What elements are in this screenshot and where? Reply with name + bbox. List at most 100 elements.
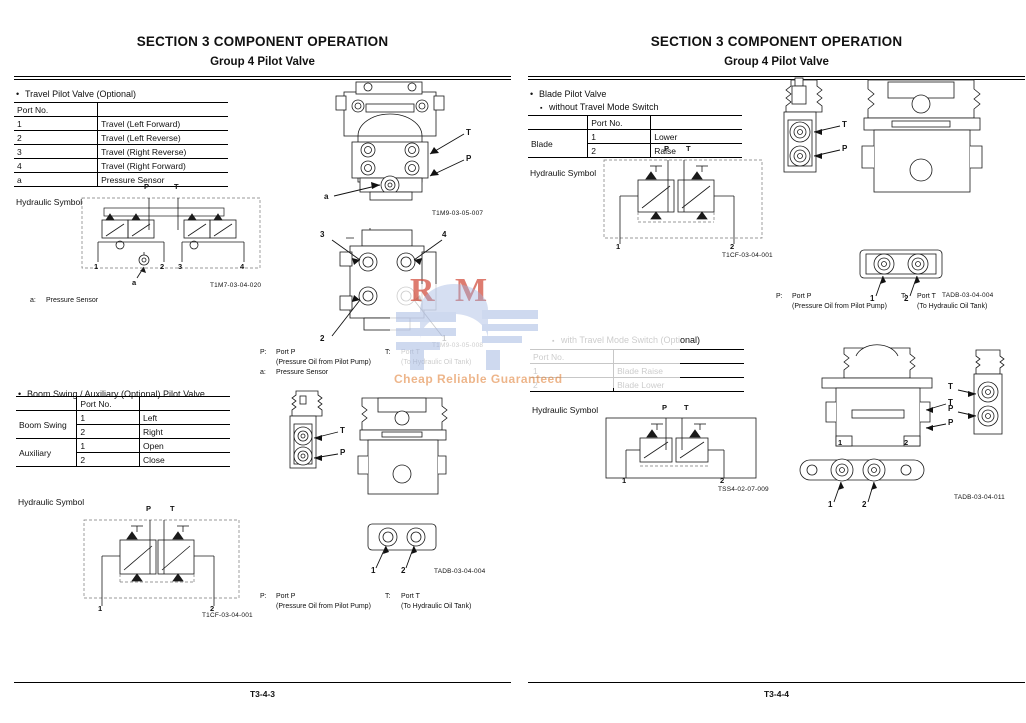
cell-port: 3 <box>14 144 98 159</box>
figure-code: TADB-03-04-011 <box>954 494 1005 501</box>
table-row: 1 Travel (Left Forward) <box>14 116 228 131</box>
table-row: 2 Travel (Left Reverse) <box>14 130 228 145</box>
page-number: T3-4-3 <box>249 689 276 699</box>
symbol-port-t-label: T <box>174 182 179 191</box>
figure-svg <box>859 249 943 297</box>
figure-svg <box>331 228 443 337</box>
symbol-port-p-label: P <box>662 403 668 412</box>
legend-desc: (To Hydraulic Oil Tank) <box>401 603 472 611</box>
legend-name: Port P <box>276 349 296 356</box>
figure-svg <box>799 344 1005 503</box>
legend-key: P: <box>776 293 783 300</box>
page-footer: T3-4-4 <box>528 682 1025 699</box>
cell-desc: Raise <box>650 143 742 158</box>
symbol-number: 2 <box>730 242 735 251</box>
hydraulic-symbol-boom-swing: P T <box>74 504 274 622</box>
header-cell-desc <box>613 349 744 364</box>
cell-desc: Travel (Right Reverse) <box>97 144 228 159</box>
symbol-number: 1 <box>98 604 103 613</box>
section-heading-travel-pilot-valve: •Travel Pilot Valve (Optional) <box>16 89 137 99</box>
hydraulic-symbol-label: Hydraulic Symbol <box>18 497 85 507</box>
symbol-number: 4 <box>240 262 245 271</box>
figure-travel-pilot-valve-top: T P a T1M9-03-05-007 <box>314 78 494 218</box>
hydraulic-symbol-travel: P T <box>74 182 284 290</box>
cell-desc: Travel (Left Reverse) <box>97 130 228 145</box>
symbol-port-t-label: T <box>170 504 175 513</box>
figure-label-t: T <box>340 426 345 435</box>
hydraulic-symbol-svg <box>81 197 261 279</box>
symbol-number: 1 <box>94 262 99 271</box>
legend-key: T: <box>385 349 391 356</box>
figure-label-p-side: P <box>948 404 954 413</box>
figure-code: T1M7-03-04-020 <box>210 282 262 289</box>
header-cell-blank <box>16 396 77 411</box>
subsection-heading-without-switch: ▪without Travel Mode Switch <box>540 102 659 112</box>
footer-rule <box>14 682 511 683</box>
legend-row: P:Port P (Pressure Oil from Pilot Pump) … <box>260 348 510 368</box>
figure-label-2: 2 <box>862 500 867 509</box>
figure-label-1: 1 <box>828 500 833 509</box>
sub-bullet-icon: ▪ <box>552 338 555 345</box>
table-row: 2 Close <box>16 452 230 467</box>
footer-rule <box>528 682 1025 683</box>
symbol-number: 2 <box>210 604 215 613</box>
section-heading-blade-pilot-valve: •Blade Pilot Valve <box>530 89 607 99</box>
figure-svg <box>333 81 465 201</box>
blade-switch-port-table: Port No. 1 Blade Raise 2 Blade Lower <box>530 349 744 392</box>
legend-key: T: <box>385 593 391 600</box>
travel-port-table: Port No. 1 Travel (Left Forward) 2 Trave… <box>14 102 228 187</box>
hydraulic-symbol-blade-switch: P T 1 2 TSS4-02-07-009 <box>596 403 796 508</box>
legend-entry: P:Port P (Pressure Oil from Pilot Pump) <box>776 292 901 312</box>
header-rule <box>528 76 1025 80</box>
page-footer: T3-4-3 <box>14 682 511 699</box>
legend-name: Port T <box>917 293 936 300</box>
symbol-number: 3 <box>178 262 183 271</box>
cell-desc: Left <box>138 410 230 425</box>
page-number: T3-4-4 <box>763 689 790 699</box>
cell-desc: Right <box>138 424 230 439</box>
legend-row: P:Port P (Pressure Oil from Pilot Pump) … <box>260 592 510 612</box>
figure-travel-pilot-valve-ports: 3 4 2 1 T1M9-03-05-008 <box>310 226 490 349</box>
page-subtitle: Group 4 Pilot Valve <box>210 56 315 68</box>
figure-label-a: a <box>324 192 329 201</box>
cell-port: 1 <box>76 438 140 453</box>
header-cell-blank <box>528 115 588 130</box>
page-title: SECTION 3 COMPONENT OPERATION <box>650 34 903 49</box>
note-key: a: <box>30 297 36 304</box>
cell-desc: Blade Raise <box>613 363 744 378</box>
left-page: SECTION 3 COMPONENT OPERATION Group 4 Pi… <box>14 0 511 723</box>
table-header-row: Port No. <box>16 396 230 411</box>
bullet-icon: • <box>18 389 22 399</box>
hydraulic-symbol-svg <box>603 159 763 244</box>
figure-label-1: 1 <box>870 294 875 303</box>
legend-desc: (Pressure Oil from Pilot Pump) <box>276 359 371 367</box>
symbol-number: 1 <box>622 476 627 485</box>
symbol-port-p-label: P <box>144 182 150 191</box>
figure-label-2: 2 <box>904 294 909 303</box>
hydraulic-symbol-label: Hydraulic Symbol <box>532 405 599 415</box>
legend-name: Port T <box>401 349 420 356</box>
figure-label-1-body: 1 <box>838 438 843 447</box>
cell-port: 2 <box>76 424 140 439</box>
legend-entry: P:Port P (Pressure Oil from Pilot Pump) <box>260 592 385 612</box>
symbol-number: 2 <box>160 262 165 271</box>
figure-boom-swing-valve: T P 1 2 TADB-03-04-004 <box>276 390 496 576</box>
legend-desc: (Pressure Oil from Pilot Pump) <box>792 303 887 311</box>
figure-label-p: P <box>948 418 954 427</box>
figure-svg <box>289 390 448 569</box>
table-header-row: Port No. <box>14 102 228 117</box>
hydraulic-symbol-blade: P T 1 <box>596 144 796 262</box>
figure-blade-valve-bottom: T P T P 1 2 1 2 TADB-03-04-011 <box>786 344 1026 528</box>
cell-port: 2 <box>14 130 98 145</box>
figure-label-p: P <box>466 154 472 163</box>
cell-port: 2 <box>587 143 651 158</box>
cell-desc: Close <box>138 452 230 467</box>
right-page: SECTION 3 COMPONENT OPERATION Group 4 Pi… <box>528 0 1025 723</box>
legend-name: Pressure Sensor <box>276 369 329 377</box>
symbol-port-p-label: P <box>146 504 152 513</box>
section-heading-boom-swing: •Boom Swing / Auxiliary (Optional) Pilot… <box>18 389 205 399</box>
figure-label-1: 1 <box>371 566 376 575</box>
hydraulic-symbol-svg <box>83 519 240 606</box>
legend-name: Port T <box>401 593 420 600</box>
table-row: Auxiliary 1 Open <box>16 438 230 467</box>
